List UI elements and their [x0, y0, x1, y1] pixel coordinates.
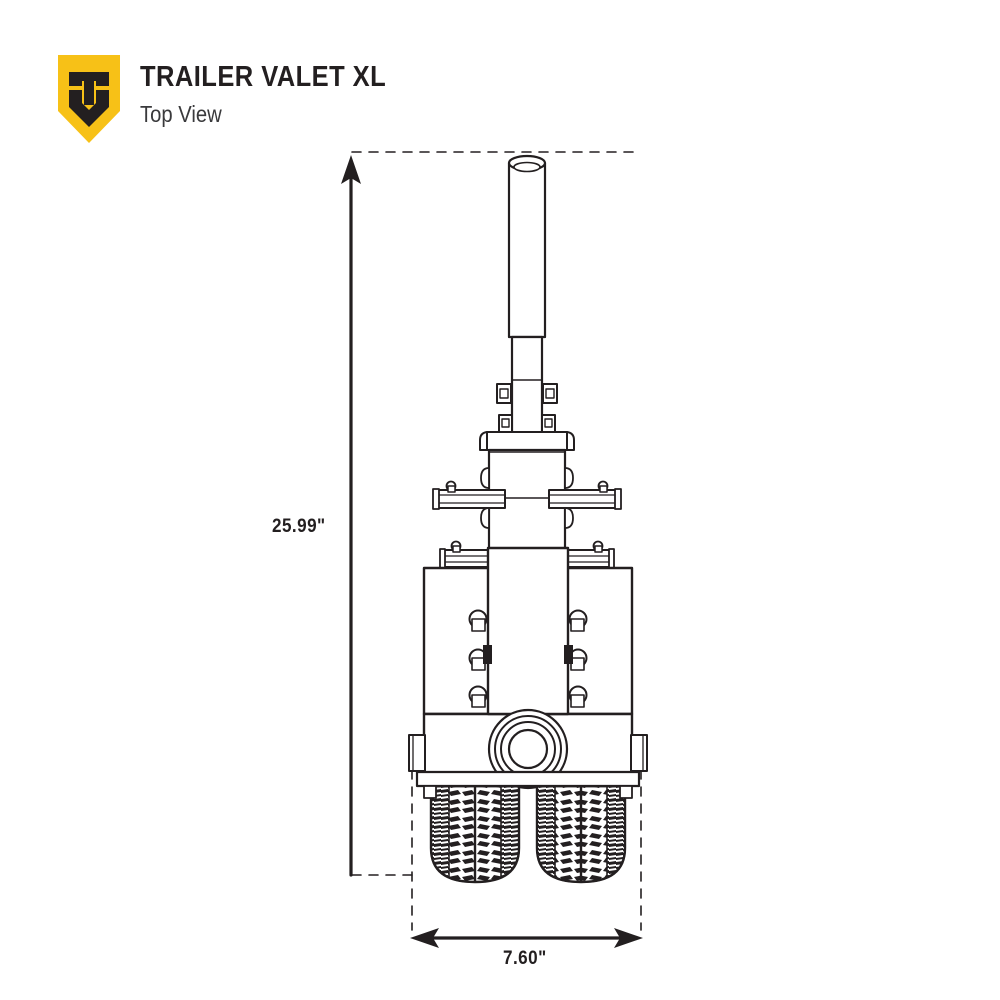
- width-dimension-arrow-left: [410, 928, 439, 948]
- width-dimension-label: 7.60": [503, 948, 547, 969]
- side-tab-right: [630, 734, 648, 772]
- axle-plate: [415, 770, 641, 799]
- coupler-ball-rings: [487, 708, 569, 790]
- handle-shaft: [510, 335, 544, 438]
- view-subtitle: Top View: [140, 101, 222, 127]
- side-tab-left: [408, 734, 426, 772]
- height-dimension-label: 25.99": [272, 516, 326, 537]
- tire-left: [429, 784, 521, 884]
- tire-right: [535, 784, 627, 884]
- handle-grip-tube: [507, 154, 547, 339]
- trailer-valet-shield-logo: [58, 55, 120, 143]
- width-dimension-arrow-right: [614, 928, 643, 948]
- pivot-bracket: [479, 383, 575, 451]
- upper-crossbar: [432, 480, 622, 510]
- header: TRAILER VALET XL Top View: [58, 55, 420, 143]
- height-dimension-arrow-top: [341, 155, 361, 184]
- page-title: TRAILER VALET XL: [140, 61, 387, 93]
- dimension-lines: [341, 151, 643, 948]
- title-block: TRAILER VALET XL Top View: [140, 55, 420, 126]
- tv-monogram-icon: [69, 72, 109, 127]
